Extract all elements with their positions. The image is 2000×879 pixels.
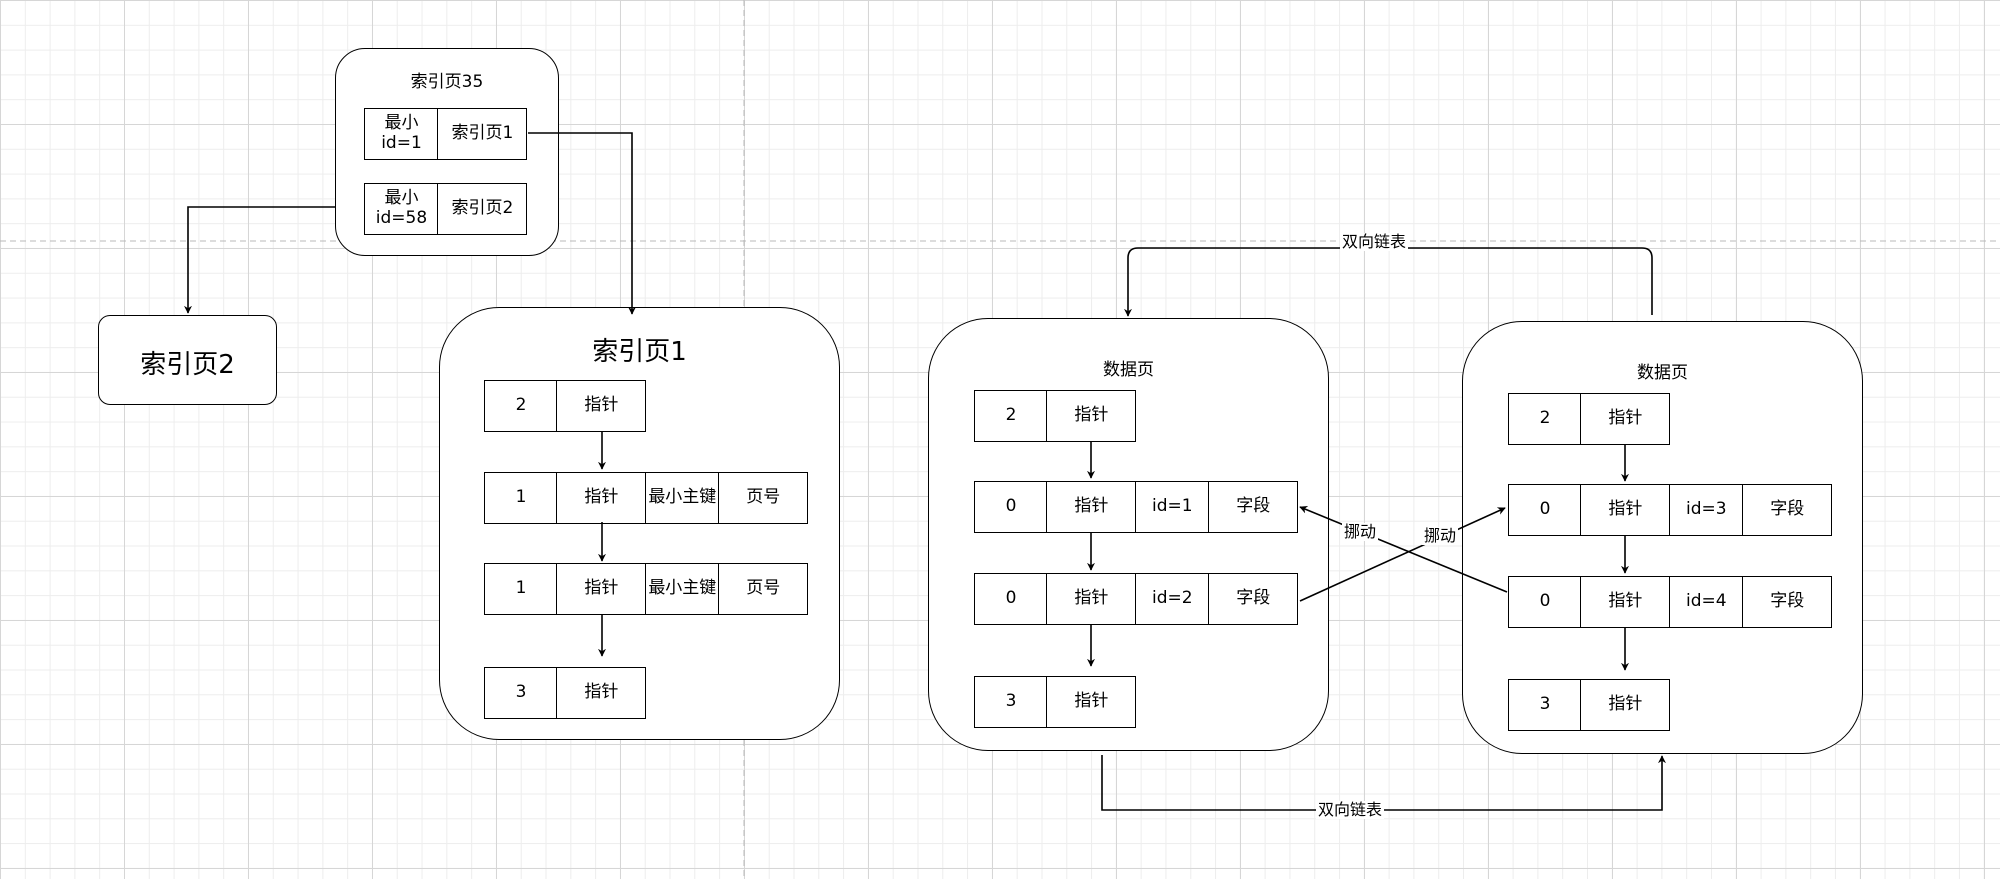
- pointer-cell: 指针: [1580, 484, 1671, 536]
- data-record[interactable]: 0 指针 id=1 字段: [974, 481, 1299, 533]
- pointer-cell: 指针: [1046, 481, 1137, 533]
- id-cell: id=1: [1134, 481, 1210, 533]
- data-page-left-title: 数据页: [1103, 360, 1154, 380]
- index-record[interactable]: 1 指针 最小主键 页号: [484, 563, 809, 615]
- pointer-cell: 指针: [556, 380, 647, 432]
- field-cell: 字段: [1742, 576, 1833, 628]
- page-ref-cell: 索引页1: [437, 108, 528, 160]
- index-record[interactable]: 1 指针 最小主键 页号: [484, 472, 809, 524]
- record-type-cell: 1: [484, 472, 558, 524]
- record-type-cell: 3: [974, 676, 1048, 728]
- page-number-cell: 页号: [718, 472, 809, 524]
- pointer-cell: 指针: [1046, 573, 1137, 625]
- field-cell: 字段: [1208, 573, 1299, 625]
- data-record-supremum[interactable]: 3 指针: [974, 676, 1137, 728]
- pointer-cell: 指针: [1580, 393, 1671, 445]
- record-type-cell: 2: [1508, 393, 1582, 445]
- index-page-2-title: 索引页2: [140, 350, 235, 380]
- record-type-cell: 0: [974, 573, 1048, 625]
- pointer-cell: 指针: [1046, 676, 1137, 728]
- min-id-line2: id=58: [375, 208, 428, 228]
- linked-list-top-arrow: [1124, 247, 1653, 317]
- record-type-cell: 3: [1508, 679, 1582, 731]
- index-page-35[interactable]: 索引页35 最小id=1 索引页1 最小 id=58 索引页2: [335, 48, 559, 256]
- linked-list-bottom-label: 双向链表: [1316, 800, 1385, 819]
- data-page-right[interactable]: 数据页 2 指针 0 指针 id=3 字段 0 指针 id=4 字段 3 指针: [1462, 321, 1863, 754]
- data-record-infimum[interactable]: 2 指针: [1508, 393, 1671, 445]
- move-label-left: 挪动: [1342, 522, 1379, 541]
- index-record-supremum[interactable]: 3 指针: [484, 667, 647, 719]
- record-type-cell: 0: [974, 481, 1048, 533]
- record-type-cell: 3: [484, 667, 558, 719]
- record-type-cell: 1: [484, 563, 558, 615]
- page-ref-cell: 索引页2: [437, 183, 528, 235]
- id-cell: id=4: [1668, 576, 1744, 628]
- min-key-cell: 最小主键: [644, 563, 720, 615]
- index-record-infimum[interactable]: 2 指针: [484, 380, 647, 432]
- record-type-cell: 2: [484, 380, 558, 432]
- pointer-cell: 指针: [556, 472, 647, 524]
- data-record-infimum[interactable]: 2 指针: [974, 390, 1137, 442]
- arrow-to-index-page-2: [184, 206, 335, 314]
- data-record[interactable]: 0 指针 id=2 字段: [974, 573, 1299, 625]
- min-key-cell: 最小主键: [644, 472, 720, 524]
- pointer-cell: 指针: [556, 563, 647, 615]
- index-page-35-title: 索引页35: [410, 72, 484, 92]
- field-cell: 字段: [1742, 484, 1833, 536]
- record-type-cell: 0: [1508, 576, 1582, 628]
- index-entry-2[interactable]: 最小 id=58 索引页2: [364, 183, 528, 235]
- min-id-line1: 最小: [384, 188, 419, 209]
- record-type-cell: 2: [974, 390, 1048, 442]
- data-record[interactable]: 0 指针 id=4 字段: [1508, 576, 1833, 628]
- index-page-2[interactable]: 索引页2: [98, 315, 277, 405]
- data-record[interactable]: 0 指针 id=3 字段: [1508, 484, 1833, 536]
- move-label-right: 挪动: [1422, 526, 1459, 545]
- pointer-cell: 指针: [556, 667, 647, 719]
- record-type-cell: 0: [1508, 484, 1582, 536]
- linked-list-top-label: 双向链表: [1340, 232, 1409, 251]
- data-page-right-title: 数据页: [1637, 363, 1688, 383]
- page-number-cell: 页号: [718, 563, 809, 615]
- pointer-cell: 指针: [1580, 679, 1671, 731]
- id-cell: id=3: [1668, 484, 1744, 536]
- id-cell: id=2: [1134, 573, 1210, 625]
- min-id-cell: 最小 id=58: [364, 183, 439, 235]
- min-id-cell: 最小id=1: [364, 108, 439, 160]
- pointer-cell: 指针: [1046, 390, 1137, 442]
- field-cell: 字段: [1208, 481, 1299, 533]
- index-page-1-title: 索引页1: [592, 337, 687, 367]
- data-page-left[interactable]: 数据页 2 指针 0 指针 id=1 字段 0 指针 id=2 字段 3 指针: [928, 318, 1329, 751]
- index-entry-1[interactable]: 最小id=1 索引页1: [364, 108, 528, 160]
- data-record-supremum[interactable]: 3 指针: [1508, 679, 1671, 731]
- pointer-cell: 指针: [1580, 576, 1671, 628]
- index-page-1[interactable]: 索引页1 2 指针 1 指针 最小主键 页号 1 指针 最小主键 页号 3 指针: [439, 307, 840, 740]
